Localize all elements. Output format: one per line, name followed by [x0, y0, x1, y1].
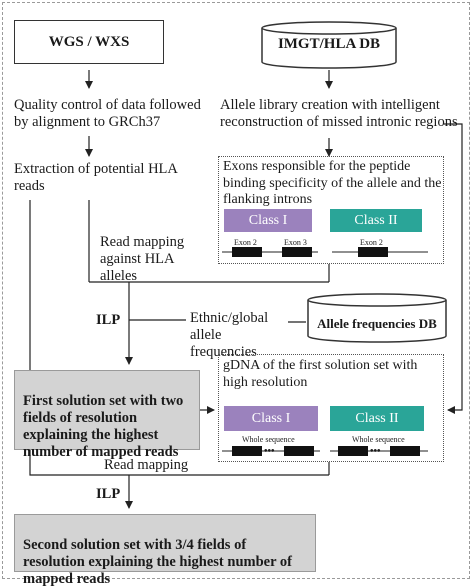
wgs-wxs-box: WGS / WXS	[14, 20, 164, 64]
gdna-panel	[218, 354, 444, 462]
ilp-label-1: ILP	[96, 312, 121, 328]
allele-db-cylinder-shape	[307, 293, 447, 343]
exons-class1-label: Class I	[248, 212, 288, 228]
second-solution-box: Second solution set with 3/4 fields of r…	[14, 514, 316, 587]
extract-step: Extraction of potential HLA reads	[14, 161, 178, 194]
exon-block-2b	[358, 247, 388, 257]
read-mapping-2-label: Read mapping	[104, 457, 189, 473]
gdna-block-1a	[232, 446, 262, 456]
whole-seq-2-label: Whole sequence	[352, 435, 405, 444]
imgt-db-cylinder-shape	[261, 21, 397, 69]
exon-block-2	[232, 247, 262, 257]
gdna-dots-2: •••	[370, 446, 381, 457]
arrow-library-gdna	[444, 123, 463, 414]
gdna-class1-box: Class I	[224, 406, 318, 431]
exons-class2-label: Class II	[354, 212, 398, 228]
gdna-class2-label: Class II	[355, 410, 399, 426]
whole-seq-1-label: Whole sequence	[242, 435, 295, 444]
wgs-wxs-label: WGS / WXS	[48, 33, 130, 50]
exon3-label: Exon 3	[284, 238, 307, 247]
exons-panel-text: Exons responsible for the peptide bindin…	[223, 159, 442, 207]
exon-block-3	[282, 247, 312, 257]
gdna-class2-box: Class II	[330, 406, 424, 431]
imgt-db-label: IMGT/HLA DB	[277, 36, 381, 52]
ethnic-label: Ethnic/global allele frequencies	[190, 310, 269, 360]
exons-class2-box: Class II	[330, 209, 422, 232]
first-solution-text: First solution set with two fields of re…	[23, 393, 184, 460]
outer-frame	[2, 2, 470, 579]
first-solution-box: First solution set with two fields of re…	[14, 370, 200, 460]
gdna-block-1b	[284, 446, 314, 456]
gdna-class1-label: Class I	[251, 410, 291, 426]
gdna-panel-text: gDNA of the first solution set with high…	[223, 358, 418, 390]
qc-step: Quality control of data followed by alig…	[14, 97, 201, 130]
read-mapping-hla-label: Read mapping against HLA alleles	[100, 234, 185, 284]
line-extract-left	[29, 200, 329, 476]
second-solution-text: Second solution set with 3/4 fields of r…	[23, 537, 292, 587]
gdna-block-2a	[338, 446, 368, 456]
gdna-block-2b	[390, 446, 420, 456]
exon2-label: Exon 2	[234, 238, 257, 247]
exon2b-label: Exon 2	[360, 238, 383, 247]
gdna-dots-1: •••	[264, 446, 275, 457]
ilp-label-2: ILP	[96, 486, 121, 502]
exons-class1-box: Class I	[224, 209, 312, 232]
exons-panel	[218, 156, 444, 264]
library-step: Allele library creation with intelligent…	[220, 97, 458, 130]
allele-db-label: Allele frequencies DB	[317, 316, 437, 331]
